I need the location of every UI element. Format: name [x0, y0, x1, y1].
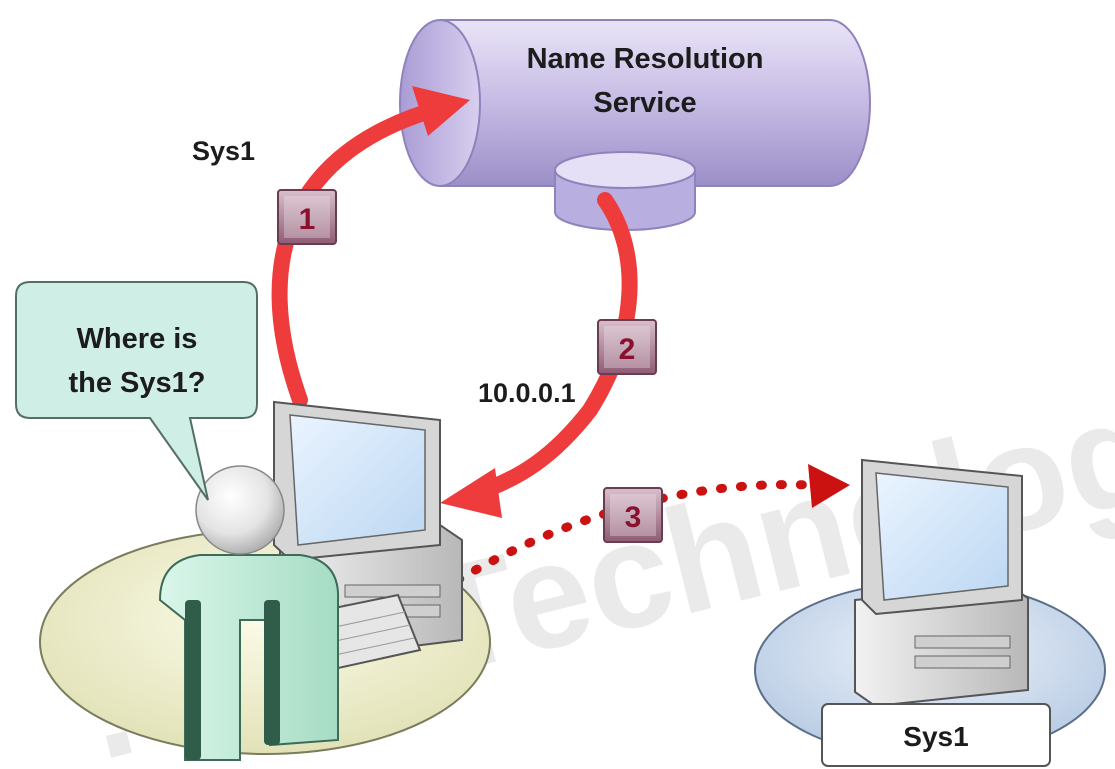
target-label-box: Sys1	[821, 703, 1051, 767]
speech-line1: Where is	[77, 323, 198, 355]
step-badge-3: 3	[603, 487, 663, 543]
database-cylinder-icon	[399, 19, 871, 231]
target-computer-icon	[854, 458, 1029, 708]
speech-bubble-icon: Where is the Sys1?	[15, 281, 258, 501]
response-arrowhead	[440, 468, 502, 518]
target-label: Sys1	[903, 721, 968, 752]
query-label: Sys1	[192, 136, 255, 166]
step-number: 3	[625, 501, 642, 534]
connect-arrowhead	[808, 464, 850, 508]
step-badge-1: 1	[277, 189, 337, 245]
service-title-line1: Name Resolution	[527, 43, 764, 75]
user-icon	[158, 465, 340, 761]
response-label: 10.0.0.1	[478, 378, 576, 408]
query-arrowhead	[412, 86, 470, 136]
service-title-line2: Service	[593, 87, 696, 119]
name-resolution-service: Name Resolution Service	[399, 19, 871, 231]
step-number: 2	[619, 333, 636, 366]
step-badge-2: 2	[597, 319, 657, 375]
speech-line2: the Sys1?	[69, 367, 206, 399]
response-arrow	[440, 192, 638, 518]
step-number: 1	[299, 203, 316, 236]
